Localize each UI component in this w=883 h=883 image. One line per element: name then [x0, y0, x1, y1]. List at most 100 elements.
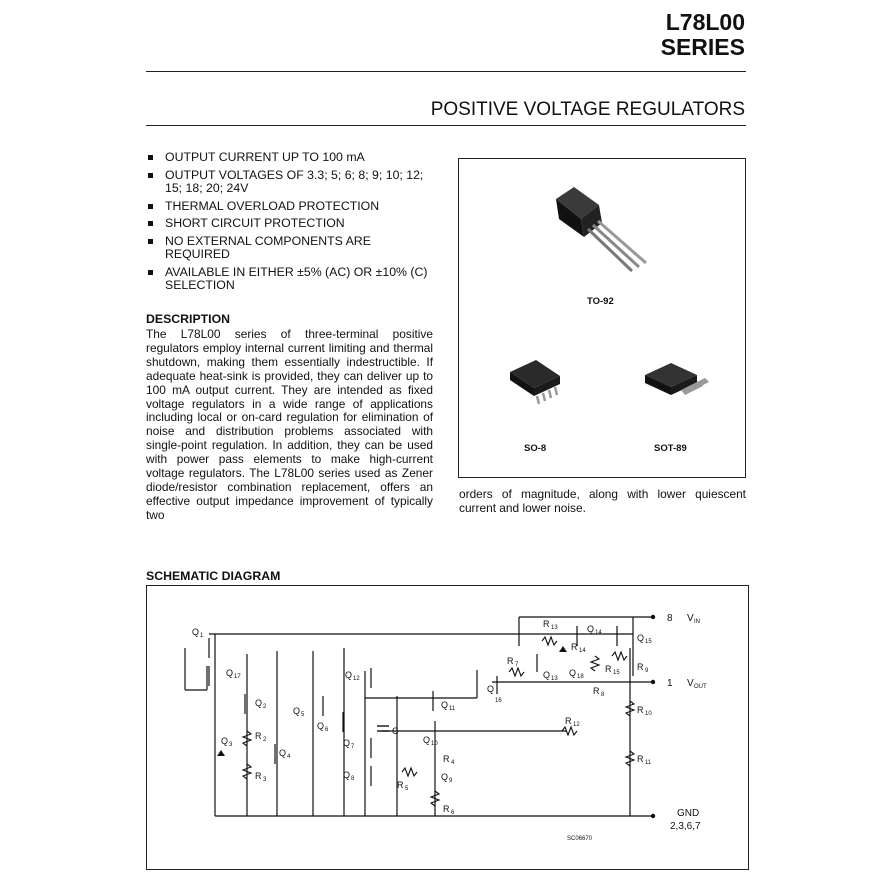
to92-package-image: [556, 187, 647, 273]
document-header: L78L00 SERIES: [560, 10, 745, 60]
so8-label: SO-8: [524, 443, 547, 454]
component-label: 4: [451, 760, 455, 766]
capacitor-symbol: [377, 725, 389, 732]
component-label: R: [571, 642, 578, 652]
gnd-pins-label: 2,3,6,7: [670, 821, 701, 832]
component-label: 8: [351, 776, 355, 782]
component-label: R: [255, 771, 262, 781]
header-rule: [146, 71, 746, 72]
component-label: 15: [613, 670, 620, 676]
vin-pin-number: 8: [667, 613, 673, 624]
vout-label: V: [687, 678, 694, 689]
description-heading: DESCRIPTION: [146, 312, 231, 326]
page-title: POSITIVE VOLTAGE REGULATORS: [430, 99, 745, 120]
component-label: 5: [405, 786, 409, 792]
component-label: 12: [573, 722, 580, 728]
so8-package-image: [510, 360, 560, 405]
component-label: Q: [192, 627, 199, 637]
component-label: 16: [495, 698, 502, 704]
component-label: R: [507, 656, 514, 666]
schematic-code: SC06670: [567, 836, 593, 842]
component-label: 7: [351, 744, 355, 750]
component-label: Q: [343, 738, 350, 748]
component-label: 10: [645, 711, 652, 717]
component-label: 6: [325, 727, 329, 733]
component-label: Q: [543, 670, 550, 680]
component-label: 15: [645, 639, 652, 645]
component-label: R: [443, 804, 450, 814]
component-label: 10: [431, 741, 438, 747]
component-label: 9: [449, 778, 453, 784]
component-label: 2: [263, 704, 267, 710]
component-label: Q: [487, 684, 494, 694]
part-number: L78L00: [665, 9, 745, 35]
feature-item: NO EXTERNAL COMPONENTS ARE REQUIRED: [146, 234, 436, 262]
component-label: Q: [226, 668, 233, 678]
to92-label: TO-92: [587, 296, 614, 307]
feature-item: OUTPUT CURRENT UP TO 100 mA: [146, 150, 436, 165]
component-label: Q: [345, 670, 352, 680]
component-label: C: [392, 726, 399, 736]
description-text: The L78L00 series of three-terminal posi…: [146, 327, 433, 522]
component-label: Q: [569, 668, 576, 678]
component-label: 13: [551, 625, 558, 631]
component-label: Q: [279, 748, 286, 758]
component-label: Q: [255, 698, 262, 708]
sot89-label: SOT-89: [654, 443, 687, 454]
component-label: R: [255, 731, 262, 741]
sot89-package-image: [645, 363, 709, 395]
component-label: 1: [200, 633, 204, 639]
component-label: 11: [449, 706, 456, 712]
component-label: 7: [515, 662, 519, 668]
feature-item: THERMAL OVERLOAD PROTECTION: [146, 199, 436, 214]
component-label: 17: [234, 674, 241, 680]
component-label: R: [637, 705, 644, 715]
component-label: R: [565, 716, 572, 726]
component-label: Q: [637, 633, 644, 643]
component-label: R: [443, 754, 450, 764]
description-continuation: orders of magnitude, along with lower qu…: [459, 487, 746, 515]
vout-sub-label: OUT: [694, 684, 707, 690]
feature-item: AVAILABLE IN EITHER ±5% (AC) OR ±10% (C)…: [146, 265, 436, 293]
component-label: 3: [229, 742, 233, 748]
component-label: 13: [551, 676, 558, 682]
transistor-symbols: [208, 626, 618, 786]
component-label: Q: [221, 736, 228, 746]
feature-item: OUTPUT VOLTAGES OF 3.3; 5; 6; 8; 9; 10; …: [146, 168, 436, 196]
feature-item: SHORT CIRCUIT PROTECTION: [146, 216, 436, 231]
component-label: 4: [287, 754, 291, 760]
package-box: TO-92 SO-8 SOT-89: [458, 158, 746, 478]
schematic-diagram: 8 V IN 1 V OUT GND 2,3,6,7 SC06670 Q1 Q1…: [184, 613, 707, 842]
component-label: R: [397, 780, 404, 790]
component-label: Q: [587, 624, 594, 634]
component-label: R: [605, 664, 612, 674]
gnd-label: GND: [677, 808, 699, 819]
component-label: 2: [263, 737, 267, 743]
component-label: 6: [451, 810, 455, 816]
component-label: R: [593, 686, 600, 696]
component-label: Q: [317, 721, 324, 731]
component-label: Q: [293, 706, 300, 716]
component-label: Q: [441, 700, 448, 710]
component-label: Q: [423, 735, 430, 745]
vin-sub-label: IN: [694, 619, 700, 625]
component-label: 14: [595, 630, 602, 636]
component-label: 14: [579, 648, 586, 654]
component-label: R: [543, 619, 550, 629]
title-rule: [146, 125, 746, 126]
feature-list: OUTPUT CURRENT UP TO 100 mA OUTPUT VOLTA…: [146, 150, 436, 297]
component-label: 9: [645, 668, 649, 674]
component-label: Q: [441, 772, 448, 782]
component-label: Q: [343, 770, 350, 780]
component-label: 5: [301, 712, 305, 718]
schematic-heading: SCHEMATIC DIAGRAM: [146, 569, 281, 583]
resistor-symbols: [241, 635, 636, 807]
component-label: R: [637, 754, 644, 764]
component-label: 3: [263, 777, 267, 783]
zener-symbols: [217, 646, 567, 756]
component-label: 12: [353, 676, 360, 682]
component-label: R: [637, 662, 644, 672]
vin-label: V: [687, 613, 694, 624]
